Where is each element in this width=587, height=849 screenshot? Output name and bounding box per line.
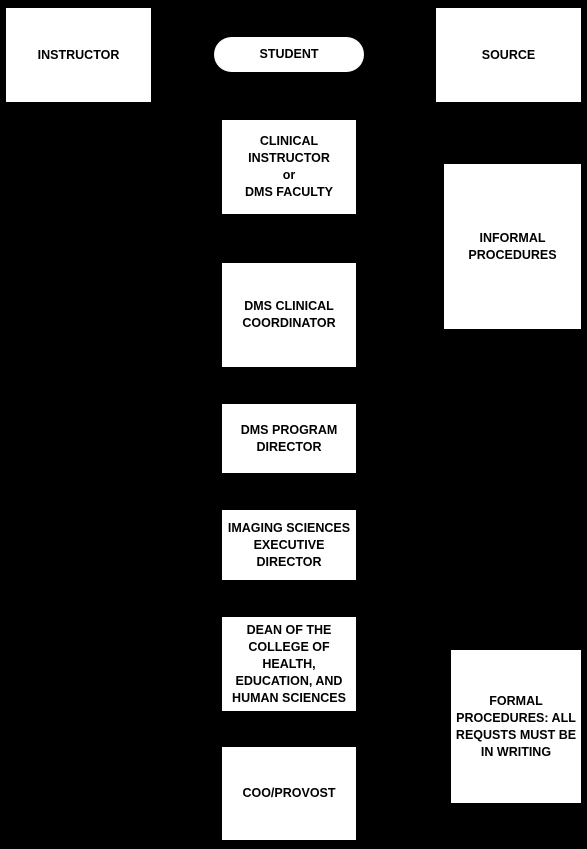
- formal-procedures-label: FORMAL PROCEDURES: ALL REQUSTS MUST BE I…: [455, 693, 577, 759]
- informal-procedures-label: INFORMAL PROCEDURES: [468, 230, 557, 262]
- source-header-box: SOURCE: [436, 8, 581, 102]
- informal-procedures-box: INFORMAL PROCEDURES: [444, 164, 581, 329]
- source-label: SOURCE: [481, 47, 536, 62]
- dms-clinical-coordinator-box: DMS CLINICAL COORDINATOR: [222, 263, 356, 367]
- imaging-sciences-director-box: IMAGING SCIENCES EXECUTIVE DIRECTOR: [222, 510, 356, 580]
- dms-clinical-coordinator-label: DMS CLINICAL COORDINATOR: [242, 299, 336, 330]
- instructor-label: INSTRUCTOR: [37, 47, 120, 62]
- dms-program-director-box: DMS PROGRAM DIRECTOR: [222, 404, 356, 473]
- coo-provost-label: COO/PROVOST: [242, 786, 336, 800]
- imaging-sciences-director-label: IMAGING SCIENCES EXECUTIVE DIRECTOR: [227, 520, 351, 569]
- dms-program-director-label: DMS PROGRAM DIRECTOR: [240, 422, 338, 454]
- dean-label: DEAN OF THE COLLEGE OF HEALTH, EDUCATION…: [232, 622, 346, 705]
- clinical-instructor-box: CLINICAL INSTRUCTOR or DMS FACULTY: [222, 120, 356, 214]
- clinical-instructor-label: CLINICAL INSTRUCTOR or DMS FACULTY: [245, 134, 333, 199]
- student-label: STUDENT: [259, 47, 319, 61]
- formal-procedures-box: FORMAL PROCEDURES: ALL REQUSTS MUST BE I…: [451, 650, 581, 803]
- instructor-header-box: INSTRUCTOR: [6, 8, 151, 102]
- coo-provost-box: COO/PROVOST: [222, 747, 356, 840]
- student-header-pill: STUDENT: [214, 37, 364, 72]
- dean-box: DEAN OF THE COLLEGE OF HEALTH, EDUCATION…: [222, 617, 356, 711]
